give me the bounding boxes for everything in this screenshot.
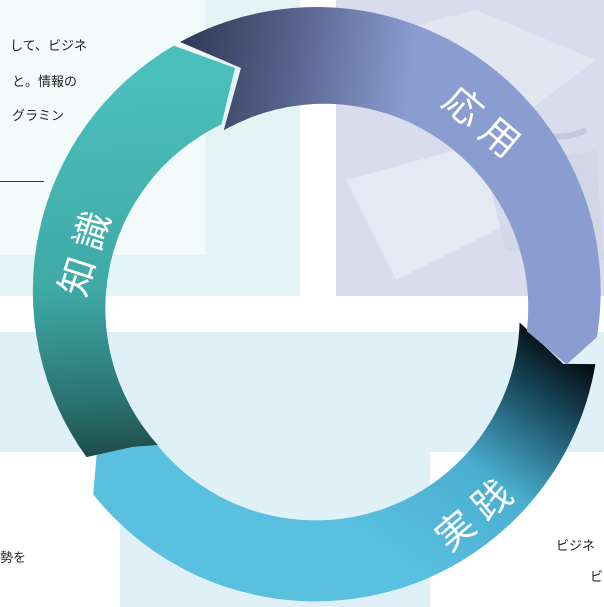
practice-text-line: ビジネ xyxy=(556,539,596,554)
practice-text-line: ビ xyxy=(590,570,604,585)
divider-line xyxy=(0,181,44,182)
practice-text-line: 勢を xyxy=(0,551,27,566)
knowledge-text-line: グラミン xyxy=(12,109,65,124)
knowledge-arc xyxy=(32,45,236,458)
practice-arc xyxy=(93,322,596,602)
apply-arc xyxy=(180,7,601,365)
knowledge-text-line: して、ビジネ xyxy=(10,39,87,54)
knowledge-text-line: と。情報の xyxy=(12,75,78,90)
